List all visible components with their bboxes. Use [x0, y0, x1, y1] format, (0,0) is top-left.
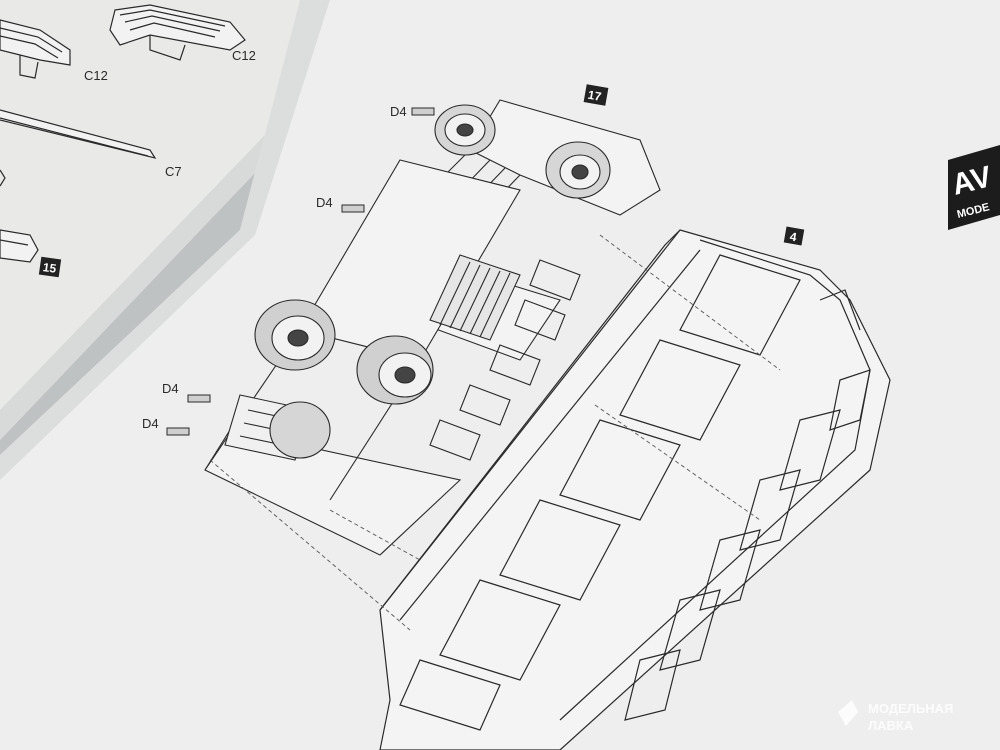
watermark: МОДЕЛЬНАЯ ЛАВКА [838, 700, 953, 733]
watermark-line1: МОДЕЛЬНАЯ [868, 701, 953, 716]
step-badge-15 [38, 256, 62, 278]
wheel-rear-right [356, 335, 434, 405]
step-number-15: 15 [42, 260, 57, 276]
part-label-c12-b: C12 [84, 68, 108, 83]
step-badge-4 [783, 226, 805, 246]
body-drawing [379, 229, 891, 750]
screw-label-d4-d: D4 [142, 416, 159, 431]
assembly-guide-lines [209, 234, 781, 631]
wheel-front-left [434, 104, 496, 156]
wheel-rear-left [254, 299, 336, 371]
screw-d4-c [187, 394, 211, 403]
part-label-c7: C7 [165, 164, 182, 179]
brand-logo: AV MODE [948, 145, 1000, 230]
step-number-4: 4 [789, 229, 798, 244]
step-number-17: 17 [587, 88, 603, 104]
screw-d4-b [341, 204, 365, 213]
wheel-spare [269, 401, 331, 459]
step-badge-17 [583, 84, 609, 106]
wheel-front-right [545, 141, 611, 199]
screw-d4-d [166, 427, 190, 436]
left-page-parts-drawing [0, 4, 246, 263]
screw-d4-a [411, 107, 435, 116]
screw-label-d4-c: D4 [162, 381, 179, 396]
screw-label-d4-a: D4 [390, 104, 407, 119]
screw-label-d4-b: D4 [316, 195, 333, 210]
watermark-logo-icon [838, 700, 858, 726]
screws [166, 107, 435, 436]
watermark-line2: ЛАВКА [868, 718, 914, 733]
part-label-c12-a: C12 [232, 48, 256, 63]
